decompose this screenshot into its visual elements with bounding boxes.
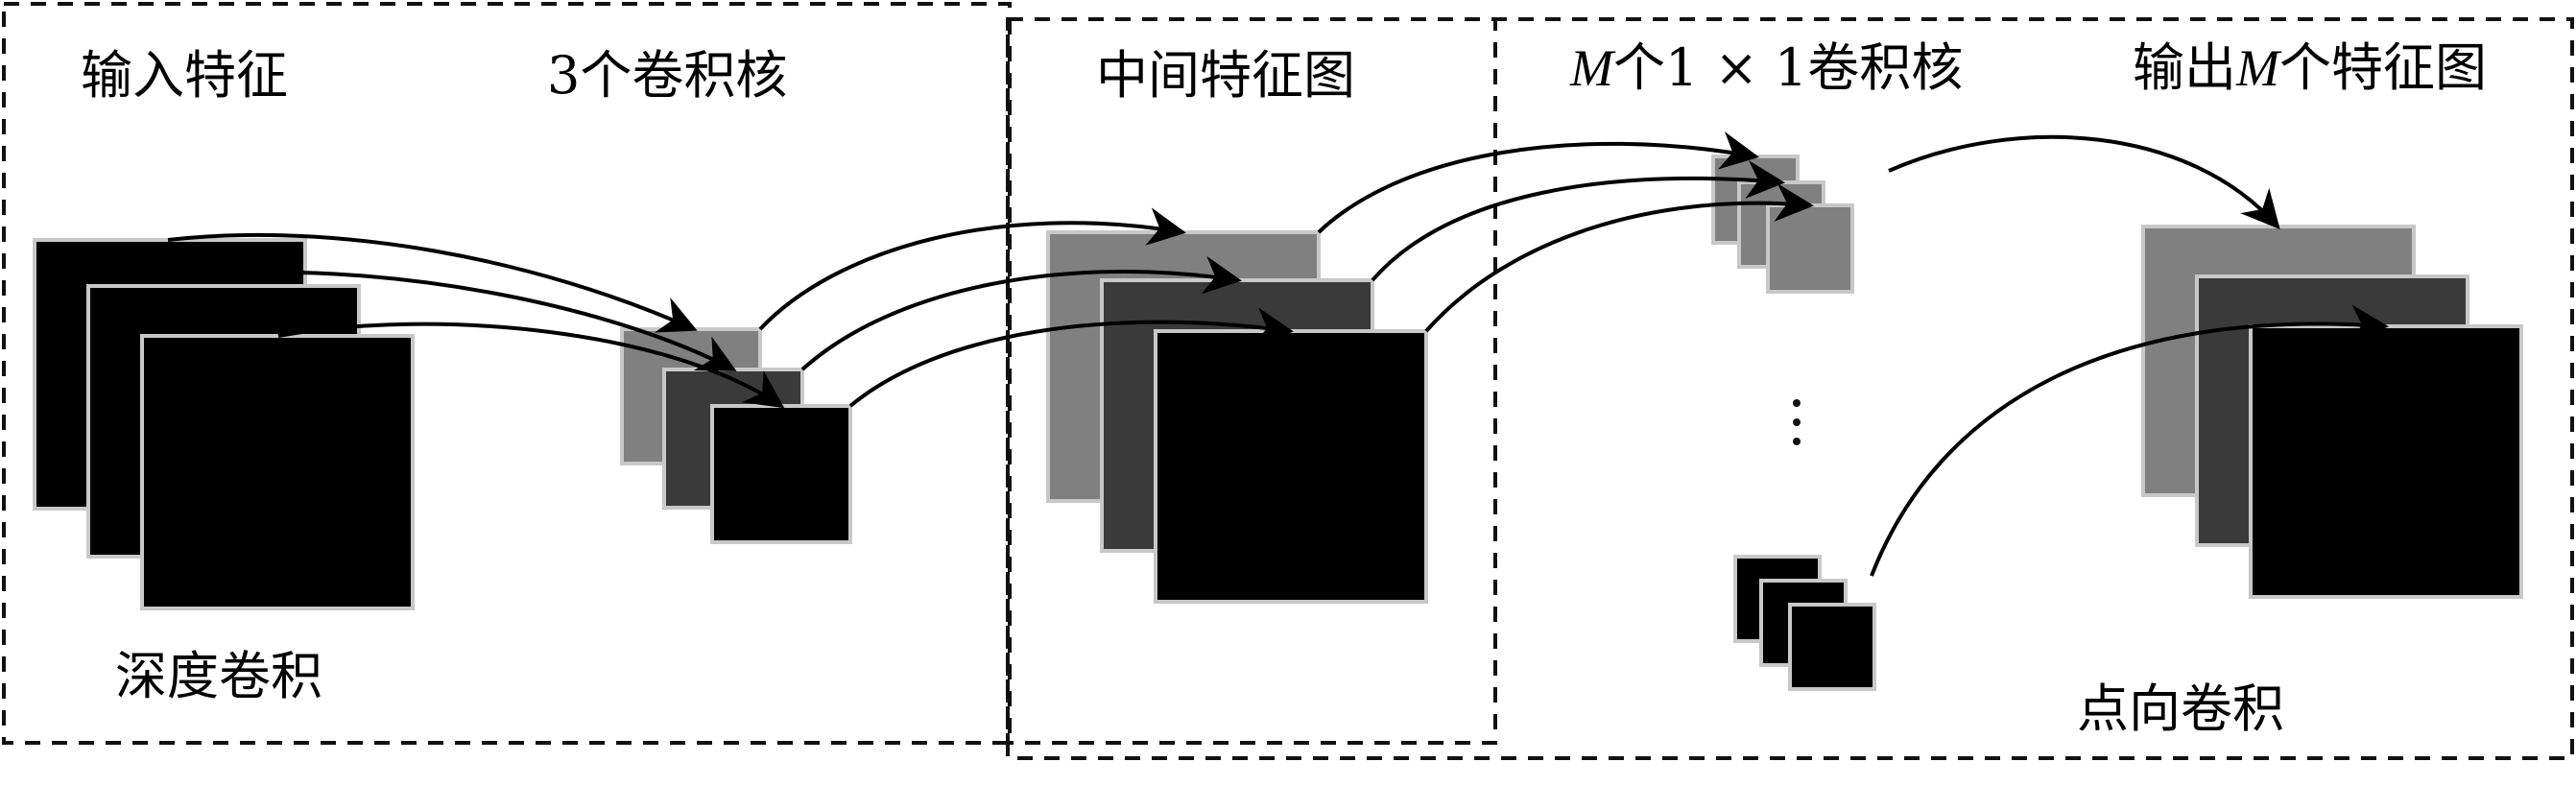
arrow-intermediate-to-pw-2 (1371, 160, 1785, 282)
kernel-3 (710, 404, 852, 544)
arrow-input-to-kernel-2 (220, 270, 737, 371)
input-map-3 (140, 334, 415, 610)
label-output-m-symbol: M (2236, 39, 2279, 97)
input-feature-stack (33, 238, 415, 610)
arrow-kernel-to-intermediate-3 (848, 307, 1294, 408)
arrow-kernel-to-intermediate-1 (758, 207, 1186, 331)
arrow-pw-top-to-output (1888, 134, 2280, 230)
arrow-input-to-kernel-3 (277, 322, 785, 409)
ellipsis-dots (1793, 399, 1801, 445)
intermediate-feature-stack (1046, 230, 1428, 604)
label-m-symbol: M (1570, 39, 1613, 97)
label-pointwise-conv: 点向卷积 (2077, 679, 2284, 739)
output-feature-stack (2141, 225, 2523, 599)
label-input-feature: 输入特征 (81, 45, 288, 106)
pw-kernel-bottom-3 (1788, 603, 1876, 691)
pointwise-region-box (1006, 17, 2574, 760)
intermediate-map-3 (1154, 329, 1428, 604)
arrow-intermediate-to-pw-1 (1317, 131, 1759, 234)
arrow-kernel-to-intermediate-2 (800, 255, 1242, 371)
pointwise-kernels-top (1711, 155, 1854, 294)
label-output-m-maps: 输出M个特征图 (2133, 39, 2487, 97)
arrow-intermediate-to-pw-3 (1424, 183, 1814, 333)
label-intermediate: 中间特征图 (1096, 45, 1355, 106)
label-m-1x1-kernels: M个1 × 1卷积核 (1570, 39, 1963, 97)
output-map-3 (2249, 324, 2523, 599)
pw-kernel-top-3 (1766, 203, 1854, 294)
arrow-input-to-kernel-1 (167, 232, 698, 333)
label-3-kernels: 3个卷积核 (547, 45, 788, 106)
label-m-kernels-text: 个1 × 1卷积核 (1612, 37, 1964, 98)
pointwise-kernels-bottom (1733, 555, 1876, 691)
label-depthwise-conv: 深度卷积 (115, 646, 322, 706)
label-output-text: 输出 (2133, 37, 2236, 98)
label-output-maps-text: 个特征图 (2278, 37, 2487, 98)
depthwise-kernels-stack (620, 327, 852, 544)
arrow-pw-bottom-to-output (1870, 304, 2389, 577)
